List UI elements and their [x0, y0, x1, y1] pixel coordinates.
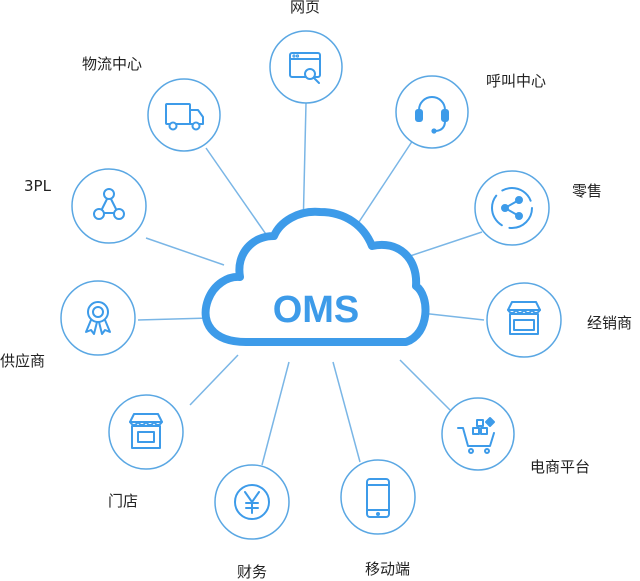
- connector-supplier: [137, 317, 211, 321]
- oms-cloud: OMS: [201, 207, 430, 346]
- truck-icon: [165, 103, 204, 131]
- connector-callcenter: [354, 139, 414, 229]
- connector-3pl: [145, 237, 225, 266]
- label-mobile: 移动端: [365, 560, 411, 578]
- shopping-cart-icon: [457, 417, 495, 454]
- node-webpage: [269, 30, 343, 104]
- node-callcenter: [395, 75, 469, 149]
- label-retail: 零售: [572, 182, 603, 200]
- triangle-network-icon: [93, 188, 125, 220]
- label-logistics: 物流中心: [82, 55, 143, 73]
- label-ecommerce: 电商平台: [530, 458, 591, 476]
- browser-search-icon: [289, 52, 321, 84]
- storefront-icon: [507, 301, 541, 335]
- smartphone-icon: [366, 478, 390, 518]
- connector-mobile: [332, 361, 361, 463]
- oms-label: OMS: [273, 289, 360, 331]
- award-ribbon-icon: [85, 301, 111, 335]
- connector-logistics: [205, 147, 271, 241]
- label-store: 门店: [108, 492, 139, 510]
- label-supplier: 供应商: [0, 352, 46, 370]
- share-network-icon: [491, 187, 533, 229]
- label-callcenter: 呼叫中心: [486, 72, 547, 90]
- label-webpage: 网页: [290, 0, 321, 16]
- connector-ecommerce: [399, 359, 451, 411]
- store-icon: [129, 413, 163, 449]
- headset-icon: [415, 96, 449, 134]
- node-retail: [474, 170, 550, 246]
- label-dealer: 经销商: [587, 314, 633, 332]
- yen-icon: [234, 484, 270, 520]
- node-3pl: [71, 168, 147, 244]
- connector-store: [189, 354, 239, 406]
- connector-finance: [261, 361, 290, 466]
- node-logistics: [147, 78, 221, 152]
- label-finance: 财务: [237, 563, 268, 581]
- label-3pl: 3PL: [24, 177, 51, 195]
- node-mobile: [340, 459, 416, 535]
